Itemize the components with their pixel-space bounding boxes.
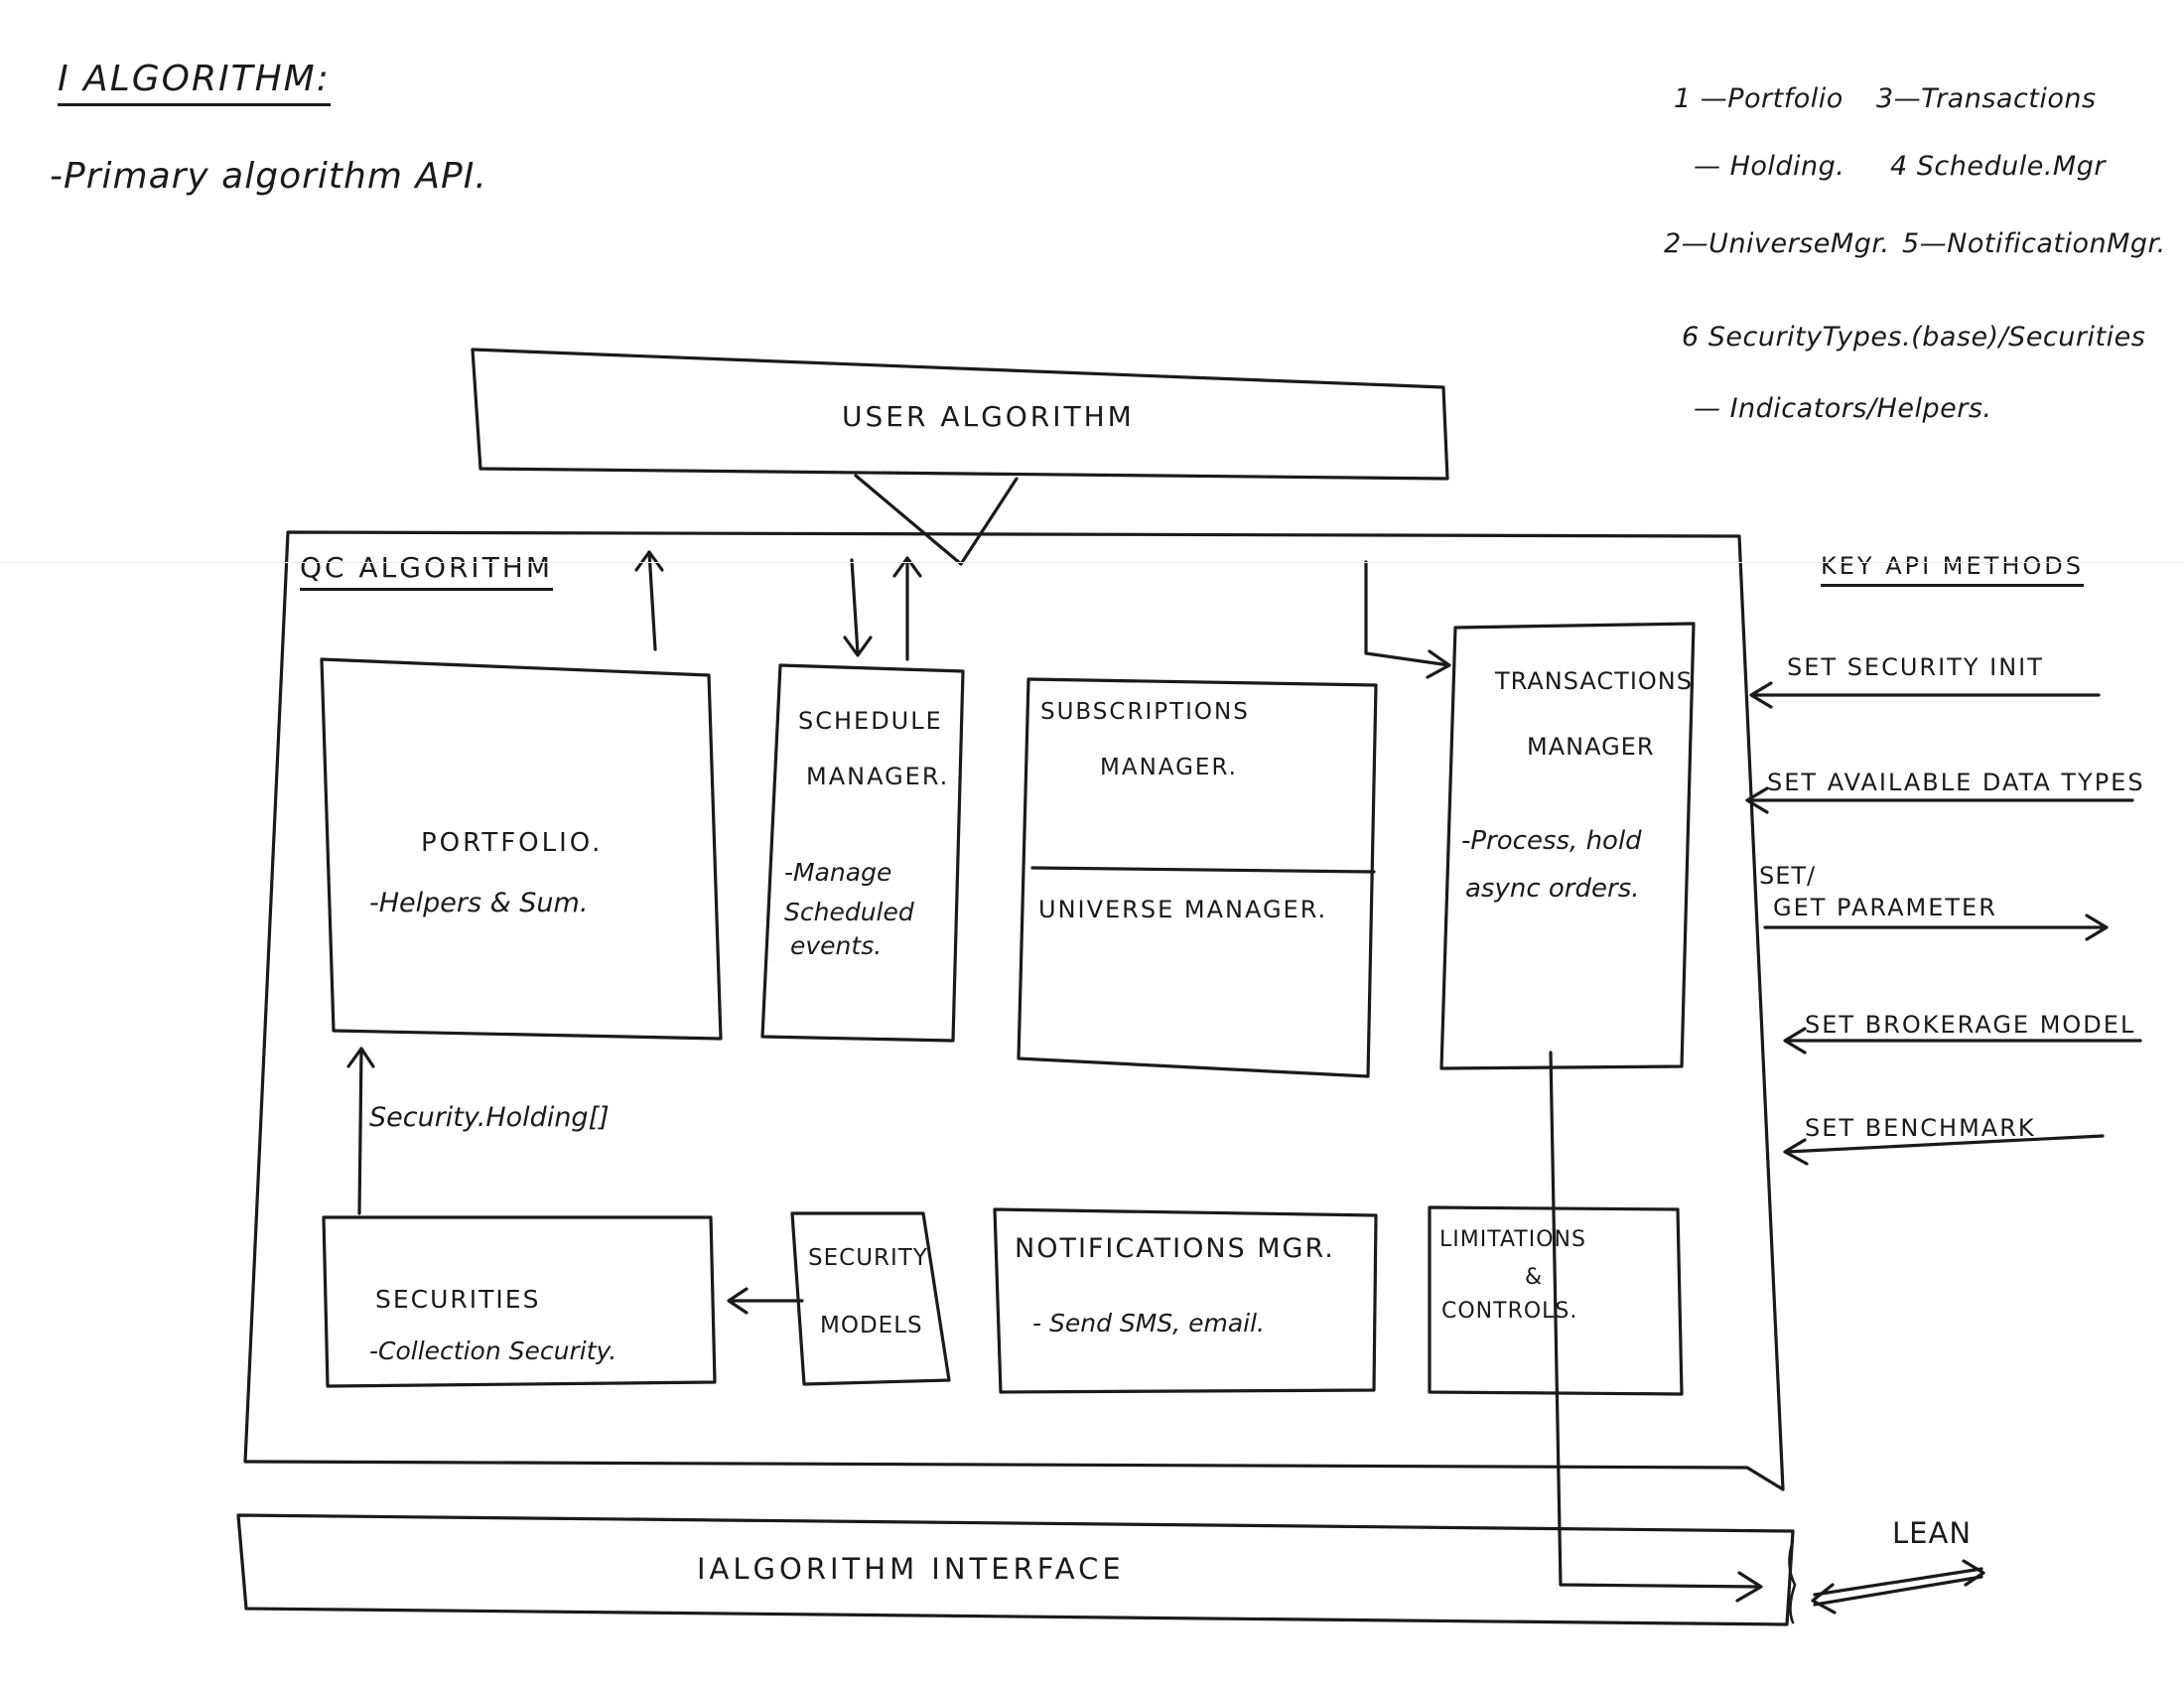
security-models-title-2: MODELS — [820, 1313, 923, 1338]
security-models-box — [790, 1211, 951, 1386]
notifications-mgr-desc: - Send SMS, email. — [1032, 1309, 1265, 1337]
security-models-title-1: SECURITY — [808, 1245, 928, 1271]
api-method-set-benchmark: SET BENCHMARK — [1805, 1114, 2036, 1142]
page-subtitle: -Primary algorithm API. — [50, 156, 487, 197]
subscriptions-manager-title-2: MANAGER. — [1100, 755, 1238, 780]
api-method-get-parameter: GET PARAMETER — [1773, 894, 1997, 921]
limitations-title-3: CONTROLS. — [1441, 1299, 1578, 1324]
legend-note-portfolio: 1 —Portfolio — [1674, 83, 1843, 114]
limitations-controls-box — [1428, 1205, 1684, 1396]
api-arrow-brokerage-model — [1783, 1027, 2142, 1055]
schedule-manager-desc-1: -Manage — [784, 858, 892, 887]
transactions-inbound-arrow — [1364, 560, 1451, 679]
legend-note-notification-mgr: 5—NotificationMgr. — [1902, 228, 2166, 259]
legend-note-universe-mgr: 2—UniverseMgr. — [1664, 228, 1890, 259]
ialgorithm-interface-box — [236, 1513, 1795, 1626]
api-method-set-security-init: SET SECURITY INIT — [1787, 653, 2044, 681]
lean-label: LEAN — [1892, 1516, 1973, 1550]
notifications-mgr-title: NOTIFICATIONS MGR. — [1015, 1233, 1335, 1264]
legend-note-transactions: 3—Transactions — [1876, 83, 2097, 114]
api-arrow-set-security-init — [1749, 681, 2101, 709]
subscriptions-universe-box — [1017, 677, 1378, 1078]
portfolio-title: PORTFOLIO. — [421, 828, 604, 858]
schedule-manager-box — [760, 663, 965, 1043]
api-method-set-brokerage-model: SET BROKERAGE MODEL — [1805, 1011, 2136, 1039]
api-arrow-available-data-types — [1745, 786, 2134, 814]
legend-note-security-types: 6 SecurityTypes.(base)/Securities — [1682, 322, 2146, 352]
securities-box — [322, 1215, 717, 1388]
notifications-mgr-box — [993, 1207, 1378, 1394]
legend-note-holding: — Holding. — [1694, 151, 1845, 182]
security-holding-arrow — [346, 1047, 375, 1215]
qc-algorithm-container — [243, 530, 1785, 1491]
transactions-manager-box — [1439, 622, 1696, 1070]
schedule-manager-title-2: MANAGER. — [806, 763, 950, 790]
schedule-manager-desc-2: Scheduled — [784, 898, 914, 926]
securities-title: SECURITIES — [375, 1285, 541, 1314]
api-method-set: SET/ — [1759, 862, 1817, 890]
user-algorithm-funnel — [854, 474, 1019, 566]
security-models-to-securities-arrow — [727, 1287, 804, 1315]
api-arrow-benchmark — [1783, 1134, 2105, 1166]
transactions-to-interface-line — [1549, 1051, 1763, 1603]
transactions-manager-desc-1: -Process, hold — [1461, 826, 1642, 856]
portfolio-box — [320, 657, 723, 1041]
legend-note-indicators: — Indicators/Helpers. — [1694, 393, 1992, 424]
schedule-down-arrow — [843, 558, 873, 657]
securities-desc: -Collection Security. — [369, 1336, 617, 1365]
legend-note-schedule-mgr: 4 Schedule.Mgr — [1890, 151, 2106, 182]
api-method-set-available-data-types: SET AVAILABLE DATA TYPES — [1767, 769, 2145, 796]
api-arrow-get-parameter — [1763, 914, 2109, 941]
schedule-manager-title-1: SCHEDULE — [798, 707, 943, 735]
transactions-manager-desc-2: async orders. — [1465, 874, 1640, 904]
schedule-up-arrow — [892, 556, 922, 661]
universe-manager-title: UNIVERSE MANAGER. — [1038, 896, 1328, 923]
qc-algorithm-label: QC ALGORITHM — [300, 554, 554, 591]
lean-bidirectional-arrow — [1811, 1559, 1985, 1615]
limitations-title-2: & — [1525, 1265, 1546, 1290]
subscriptions-manager-title-1: SUBSCRIPTIONS — [1040, 699, 1250, 725]
transactions-manager-title-2: MANAGER — [1527, 733, 1655, 761]
limitations-title-1: LIMITATIONS — [1439, 1227, 1586, 1252]
page-title: I ALGORITHM: — [58, 62, 331, 106]
subscriptions-universe-divider — [1030, 866, 1376, 874]
user-algorithm-box — [471, 348, 1449, 481]
transactions-manager-title-1: TRANSACTIONS — [1495, 667, 1693, 695]
ialgorithm-interface-label: IALGORITHM INTERFACE — [697, 1552, 1125, 1586]
portfolio-up-arrow — [634, 550, 664, 651]
interface-edge-squiggle — [1788, 1539, 1797, 1624]
security-holding-label: Security.Holding[] — [369, 1102, 610, 1133]
user-algorithm-label: USER ALGORITHM — [842, 400, 1135, 433]
portfolio-desc: -Helpers & Sum. — [369, 888, 589, 918]
schedule-manager-desc-3: events. — [790, 931, 883, 960]
key-api-methods-heading: KEY API METHODS — [1821, 554, 2084, 587]
